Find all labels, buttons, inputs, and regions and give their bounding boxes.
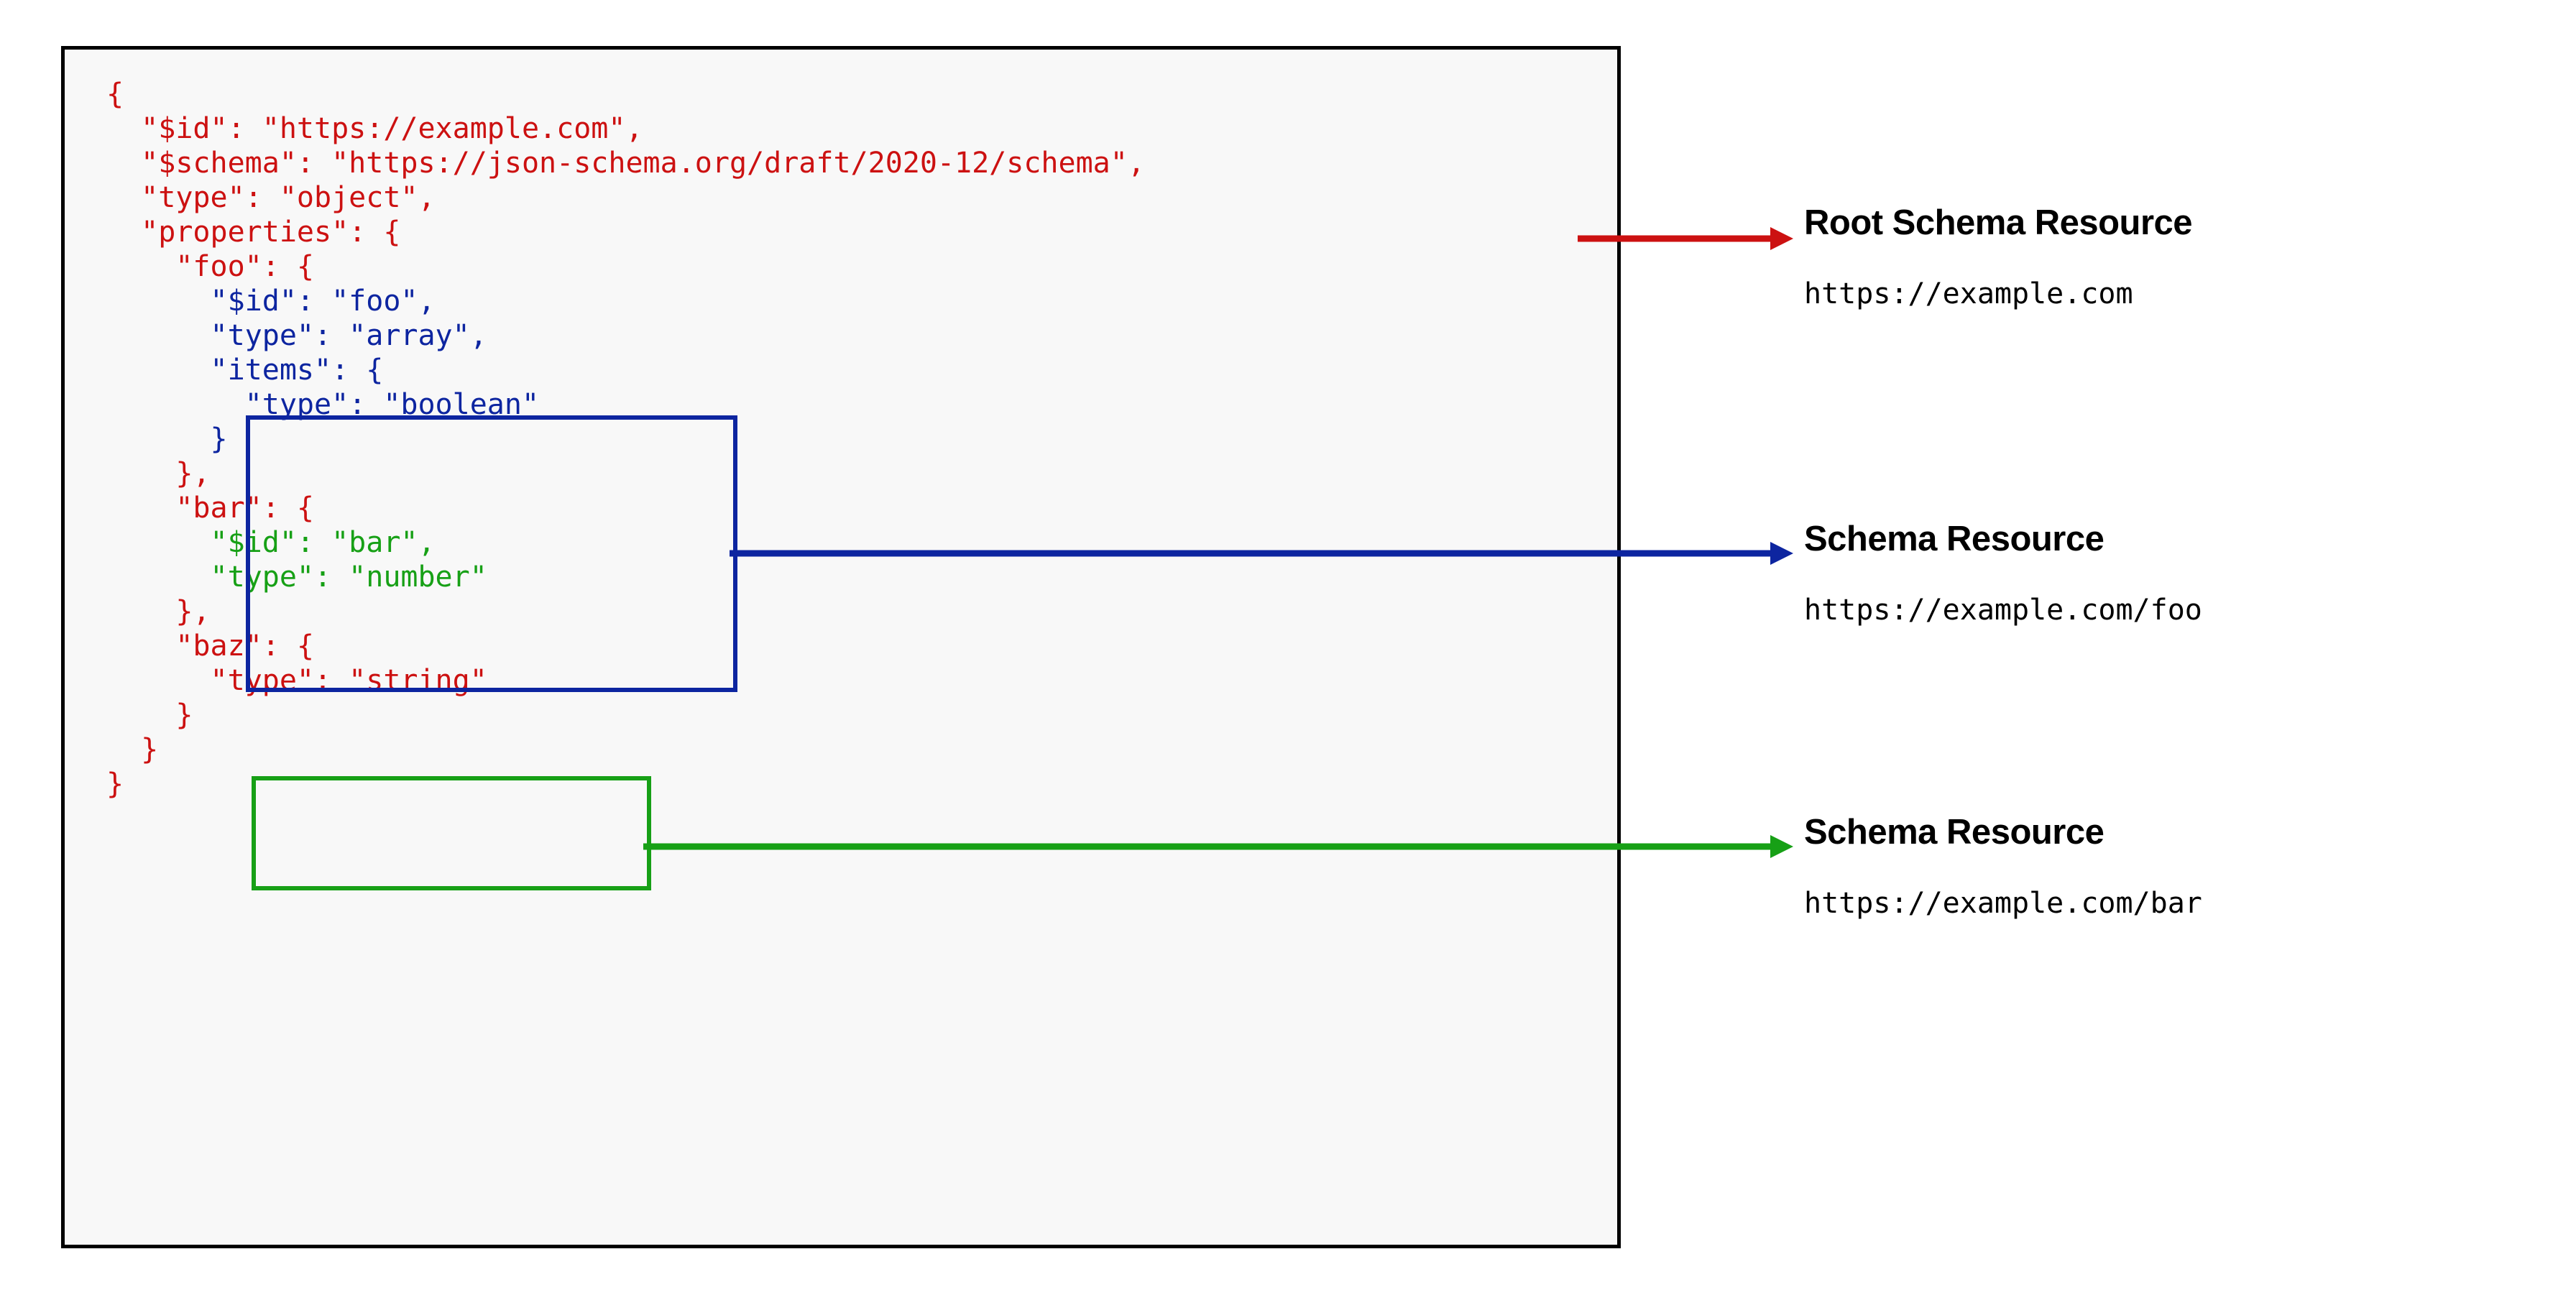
code-line: "type": "string" xyxy=(106,664,487,697)
foo-schema-resource-label: Schema Resource https://example.com/foo xyxy=(1804,519,2202,627)
code-line: "type": "array", xyxy=(106,319,487,352)
bar-schema-resource-label: Schema Resource https://example.com/bar xyxy=(1804,812,2202,920)
code-line: }, xyxy=(106,595,211,628)
root-schema-arrow xyxy=(1578,227,1793,250)
label-url: https://example.com xyxy=(1804,277,2133,310)
json-schema-code: { "$id": "https://example.com", "$schema… xyxy=(106,77,1145,801)
code-line: { xyxy=(106,78,124,111)
code-panel: { "$id": "https://example.com", "$schema… xyxy=(61,46,1621,1248)
code-line: } xyxy=(106,733,159,766)
code-line: "type": "number" xyxy=(106,561,487,594)
code-line: "baz": { xyxy=(106,630,314,663)
label-title: Schema Resource xyxy=(1804,813,2104,852)
bar-schema-arrow xyxy=(643,835,1793,858)
label-url: https://example.com/foo xyxy=(1804,594,2202,627)
code-line: "$schema": "https://json-schema.org/draf… xyxy=(106,147,1145,180)
code-line: "$id": "https://example.com", xyxy=(106,112,643,145)
root-schema-resource-label: Root Schema Resource https://example.com xyxy=(1804,203,2193,310)
code-line: "$id": "foo", xyxy=(106,285,436,318)
code-line: "bar": { xyxy=(106,492,314,525)
code-line: } xyxy=(106,423,228,456)
label-url: https://example.com/bar xyxy=(1804,887,2202,920)
code-line: } xyxy=(106,768,124,801)
foo-schema-arrow xyxy=(730,542,1793,565)
code-line: "properties": { xyxy=(106,216,401,249)
code-line: }, xyxy=(106,457,211,490)
label-title: Root Schema Resource xyxy=(1804,203,2193,242)
code-line: "items": { xyxy=(106,354,384,387)
code-line: "$id": "bar", xyxy=(106,526,436,559)
code-line: "foo": { xyxy=(106,250,314,283)
code-line: "type": "object", xyxy=(106,181,436,214)
label-title: Schema Resource xyxy=(1804,520,2104,558)
code-line: "type": "boolean" xyxy=(106,388,540,421)
code-line: } xyxy=(106,699,193,732)
